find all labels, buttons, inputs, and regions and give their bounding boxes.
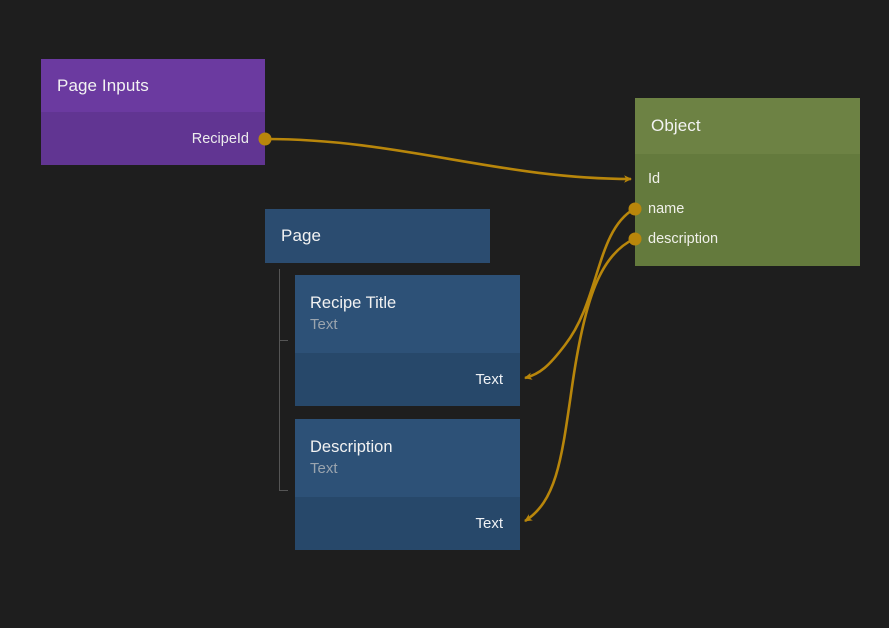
node-description-label: Description <box>310 438 393 456</box>
node-description[interactable]: Description Text Text <box>295 419 520 550</box>
wire-recipeid-to-id <box>265 137 632 183</box>
node-recipe-title-subtitle: Text <box>310 316 338 333</box>
object-field-id-label: Id <box>648 171 661 187</box>
node-object-title: Object <box>651 116 701 135</box>
port-label-recipeid[interactable]: RecipeId <box>191 130 249 147</box>
node-recipe-title-body[interactable]: Text <box>295 353 520 406</box>
node-page-title: Page <box>281 226 322 245</box>
node-page[interactable]: Page <box>265 209 490 263</box>
node-object[interactable]: Object Id name description <box>635 98 860 266</box>
node-description-output-label[interactable]: Text <box>475 515 503 532</box>
node-recipe-title[interactable]: Recipe Title Text Text <box>295 275 520 406</box>
node-recipe-title-header[interactable]: Recipe Title Text <box>295 275 520 353</box>
tree-branch-recipe <box>279 340 288 341</box>
object-field-id[interactable]: Id <box>635 164 860 194</box>
object-field-name[interactable]: name <box>635 194 860 224</box>
node-page-inputs-body[interactable]: RecipeId <box>41 112 265 165</box>
node-recipe-title-output-label[interactable]: Text <box>475 371 503 388</box>
object-field-name-label: name <box>648 201 685 217</box>
node-page-inputs-header[interactable]: Page Inputs <box>41 59 265 112</box>
node-page-inputs[interactable]: Page Inputs RecipeId <box>41 59 265 165</box>
node-page-header[interactable]: Page <box>265 209 490 263</box>
object-field-description[interactable]: description <box>635 224 860 254</box>
node-description-header[interactable]: Description Text <box>295 419 520 497</box>
node-page-inputs-title: Page Inputs <box>57 75 149 95</box>
node-object-header[interactable]: Object <box>635 98 860 154</box>
node-description-body[interactable]: Text <box>295 497 520 550</box>
node-object-body[interactable]: Id name description <box>635 154 860 266</box>
object-field-description-label: description <box>648 231 719 247</box>
tree-branch-description <box>279 490 288 491</box>
wire-description-to-description-text <box>524 237 635 523</box>
node-description-subtitle: Text <box>310 460 338 477</box>
wire-name-to-recipe-title <box>524 207 635 380</box>
node-recipe-title-label: Recipe Title <box>310 294 397 312</box>
tree-trunk-line <box>279 269 280 491</box>
